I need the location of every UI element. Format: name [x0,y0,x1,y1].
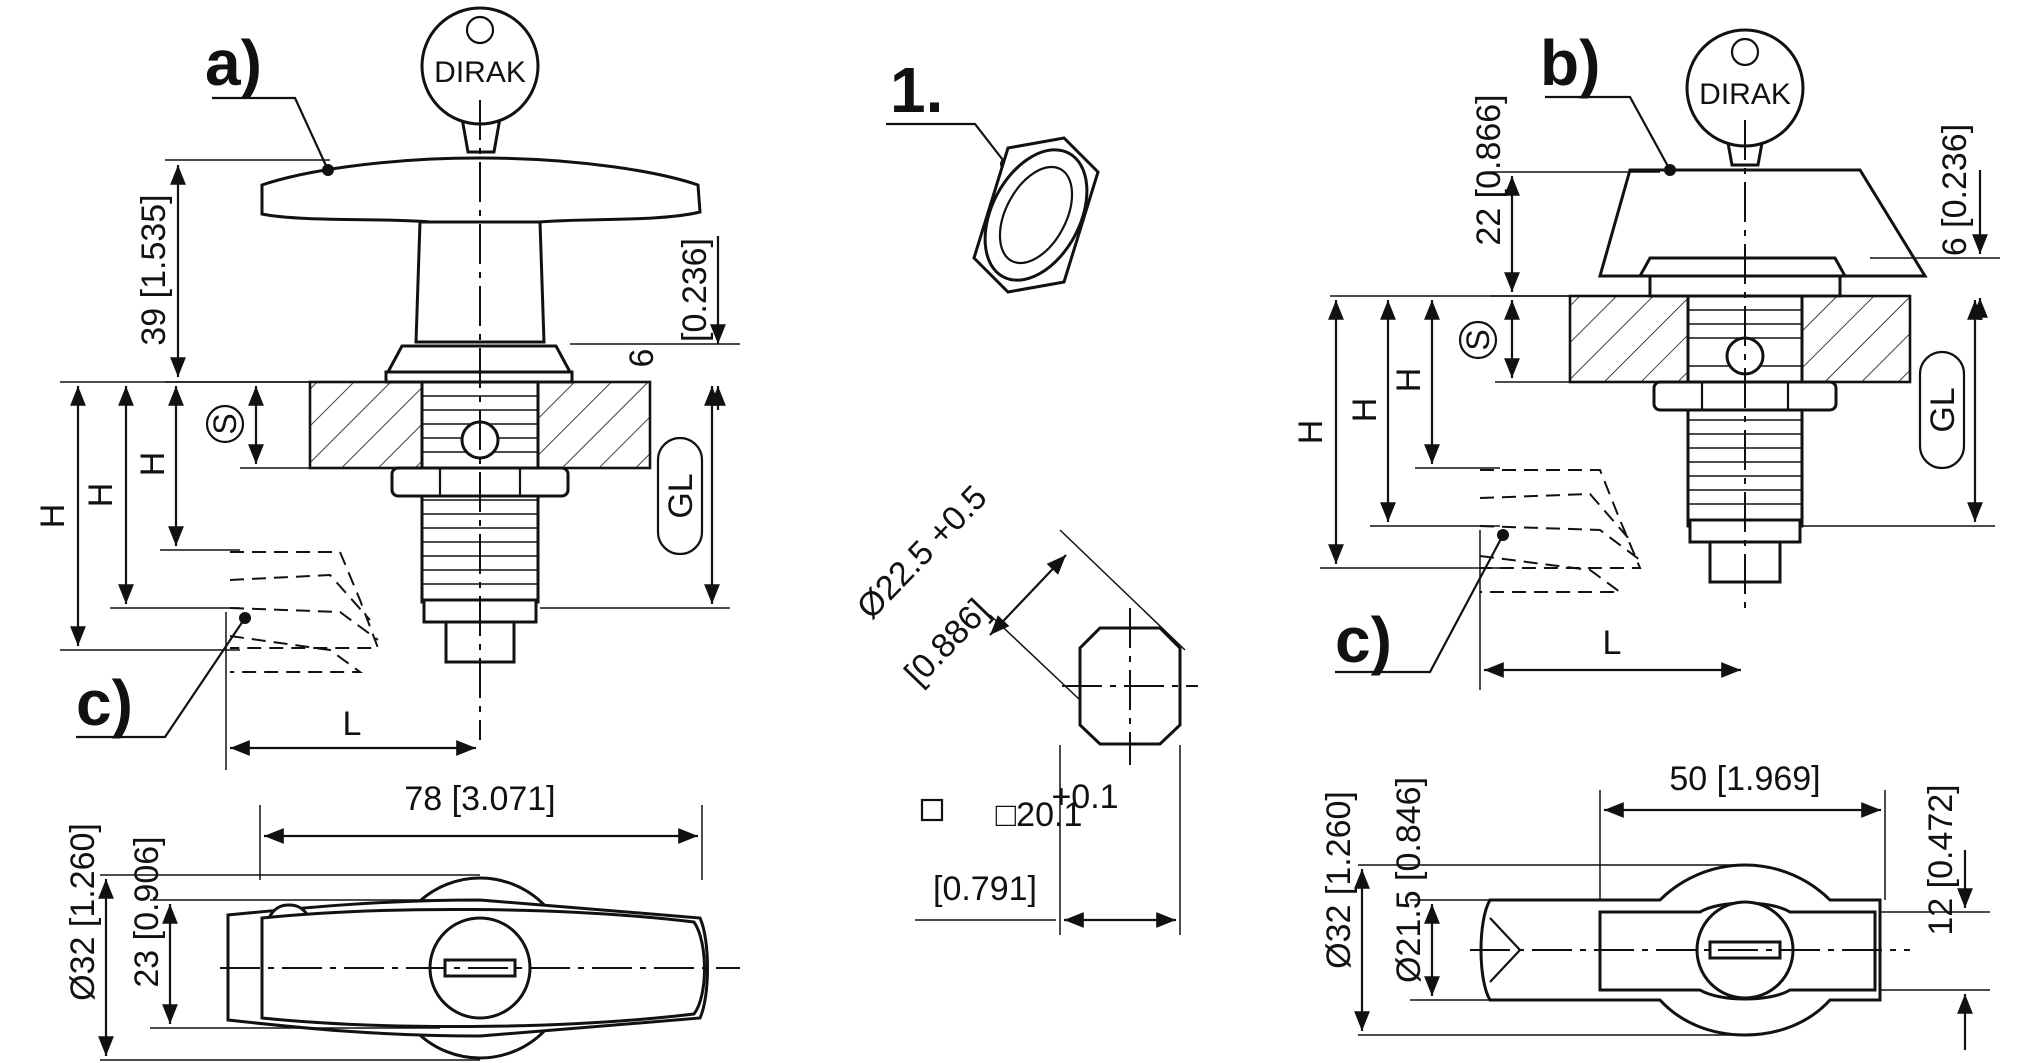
dim-l-left: L [343,705,362,743]
dim-s-right: S [1460,329,1496,350]
hex-nut: 1. [886,54,1100,294]
dim-23: 23 [0.906] [128,836,166,987]
dim-50: 50 [1.969] [1669,760,1820,798]
dim-22: 22 [0.866] [1470,94,1508,245]
plan-view-a: 78 [3.071] Ø32 [1.260] 23 [0.906] [64,780,740,1061]
panel-cutout: Ø22.5 +0.5 [0.886] □20.1 +0.1 [0.791] [850,478,1198,935]
dim-l-right: L [1603,624,1622,662]
cutout-square-in: [0.791] [933,870,1037,908]
cutout-dia-in: [0.886] [897,592,997,693]
dim-gl-left: GL [662,473,700,518]
dim-6-right: 6 [0.236] [1936,124,1974,256]
dim-h3: H [134,452,172,477]
key-icon: DIRAK [1685,28,1805,167]
dim-dia21: Ø21.5 [0.846] [1390,777,1428,983]
t-handle-right [1598,168,1928,278]
label-c-right: c) [1335,604,1392,676]
key-brand-right: DIRAK [1699,78,1791,111]
dim-78: 78 [3.071] [404,780,555,818]
dim-12: 12 [0.472] [1922,784,1960,935]
key-brand-left: DIRAK [434,56,526,89]
assembly-a: DIRAK [34,6,740,770]
dim-dia32-right: Ø32 [1.260] [1320,791,1358,969]
dim-h1-right: H [1292,420,1330,445]
dim-h3-right: H [1390,368,1428,393]
cutout-square: □20.1 [996,796,1083,834]
assembly-b: DIRAK b) c) [1292,27,2000,690]
dim-39: 39 [1.535] [135,194,173,345]
dim-dia32-left: Ø32 [1.260] [64,823,102,1001]
label-b: b) [1540,27,1600,99]
label-a: a) [205,27,262,99]
dim-h2-right: H [1346,398,1384,423]
dim-6a: 6 [623,349,661,368]
plan-view-b: 50 [1.969] Ø32 [1.260] Ø21.5 [0.846] 12 … [1320,760,1990,1050]
label-c-left: c) [76,667,133,739]
dim-gl-right: GL [1924,387,1962,432]
dim-s-left: S [207,413,243,434]
dim-h1: H [34,504,72,529]
dim-0236a: [0.236] [676,238,714,342]
dim-h2: H [82,483,120,508]
label-1: 1. [890,54,943,126]
cutout-square-tol: +0.1 [1051,778,1118,816]
